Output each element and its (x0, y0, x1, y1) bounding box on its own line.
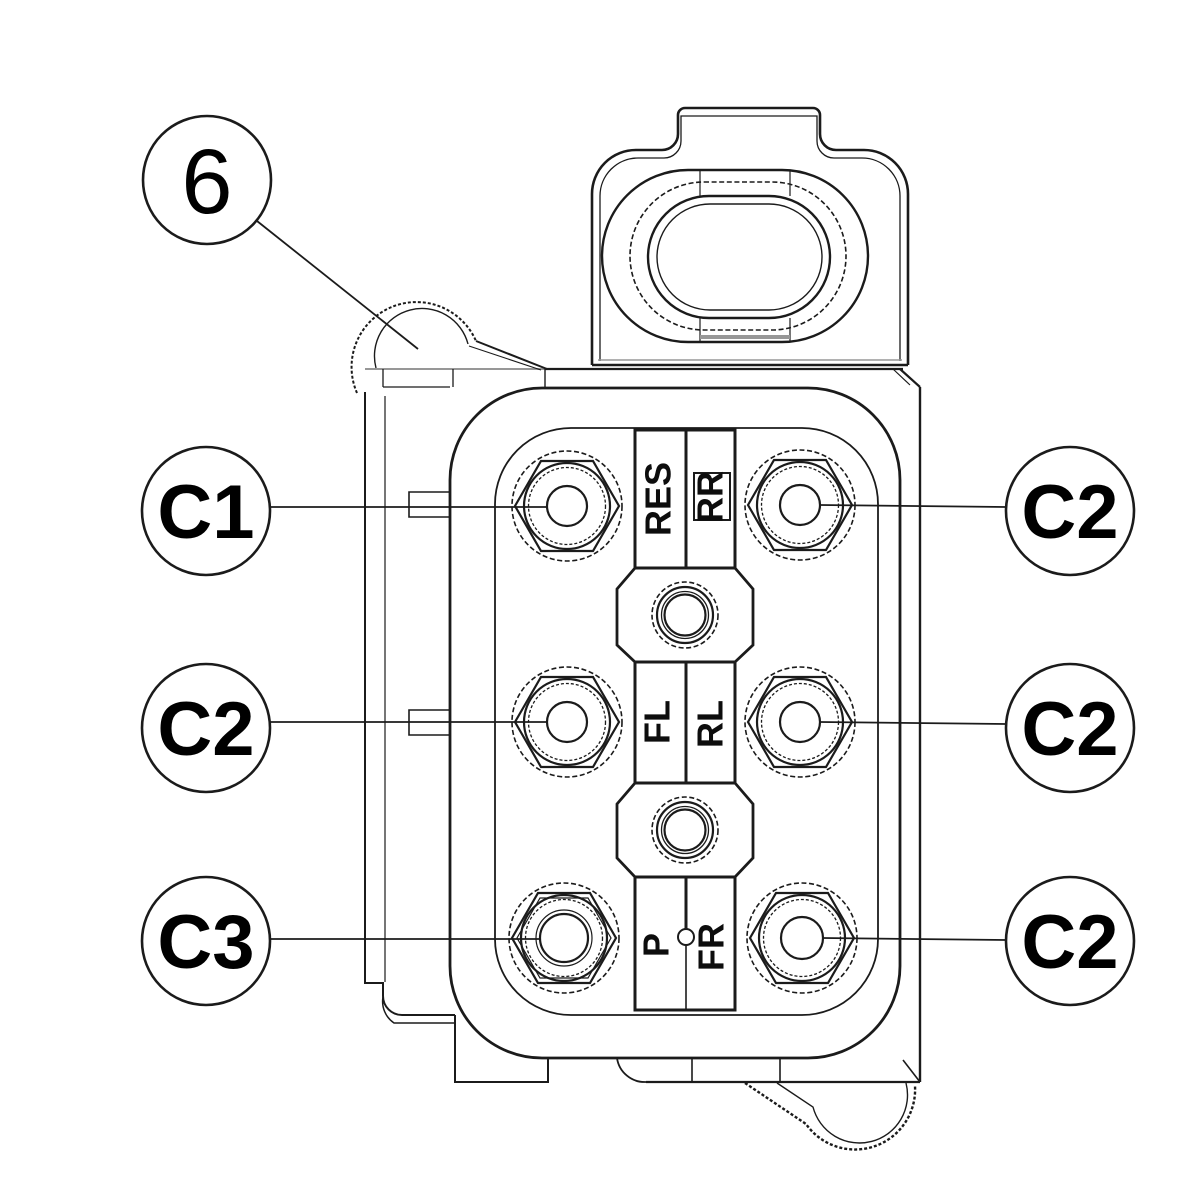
port-label-fr: FR (691, 923, 732, 971)
callout-c2-right-2: C2 (1004, 662, 1136, 794)
callout-c2-left: C2 (140, 662, 272, 794)
callout-c2-right-1-label: C2 (1021, 470, 1118, 555)
leader-c2-right-3 (822, 937, 1007, 941)
callout-c2-left-label: C2 (157, 687, 254, 772)
orifice-dot (677, 928, 695, 946)
callout-c1: C1 (140, 445, 272, 577)
leader-6 (256, 220, 419, 350)
side-plate (364, 392, 455, 1024)
callout-6-label: 6 (181, 131, 232, 233)
leader-lines (256, 220, 1007, 941)
port-c3-bottom-left (508, 882, 620, 994)
leader-c2-right-1 (819, 504, 1007, 508)
bottom-plate (454, 1015, 921, 1084)
callout-c1-label: C1 (157, 470, 254, 555)
port-label-fl: FL (637, 700, 678, 744)
label-strip-fl-rl: FL RL (633, 660, 737, 785)
callout-c2-right-1: C2 (1004, 445, 1136, 577)
leader-c2-right-2 (819, 721, 1007, 725)
port-label-res: RES (638, 462, 679, 536)
mid-port-1 (615, 566, 755, 664)
top-bracket (590, 106, 910, 367)
callout-c2-right-3-label: C2 (1021, 900, 1118, 985)
callout-c3-label: C3 (157, 900, 254, 985)
bottom-boss (744, 1082, 917, 1151)
port-label-rr: RR (690, 471, 731, 523)
mid-port-2 (615, 781, 755, 879)
callout-6: 6 (141, 114, 273, 246)
plate-notch-1 (408, 491, 450, 518)
port-c1-top-left (511, 450, 623, 562)
left-foot (454, 1015, 549, 1083)
callout-c3: C3 (140, 875, 272, 1007)
port-label-p: P (636, 933, 677, 957)
mounting-hole (600, 168, 870, 344)
callout-c2-right-2-label: C2 (1021, 687, 1118, 772)
label-strip-p-fr: P FR (633, 875, 737, 1012)
port-label-rl: RL (690, 700, 731, 748)
port-c2-mid-left (511, 666, 623, 778)
callout-c2-right-3: C2 (1004, 875, 1136, 1007)
label-strip-res-rr: RES RR (633, 428, 737, 570)
top-band (365, 367, 921, 388)
dome-boss (350, 301, 548, 394)
